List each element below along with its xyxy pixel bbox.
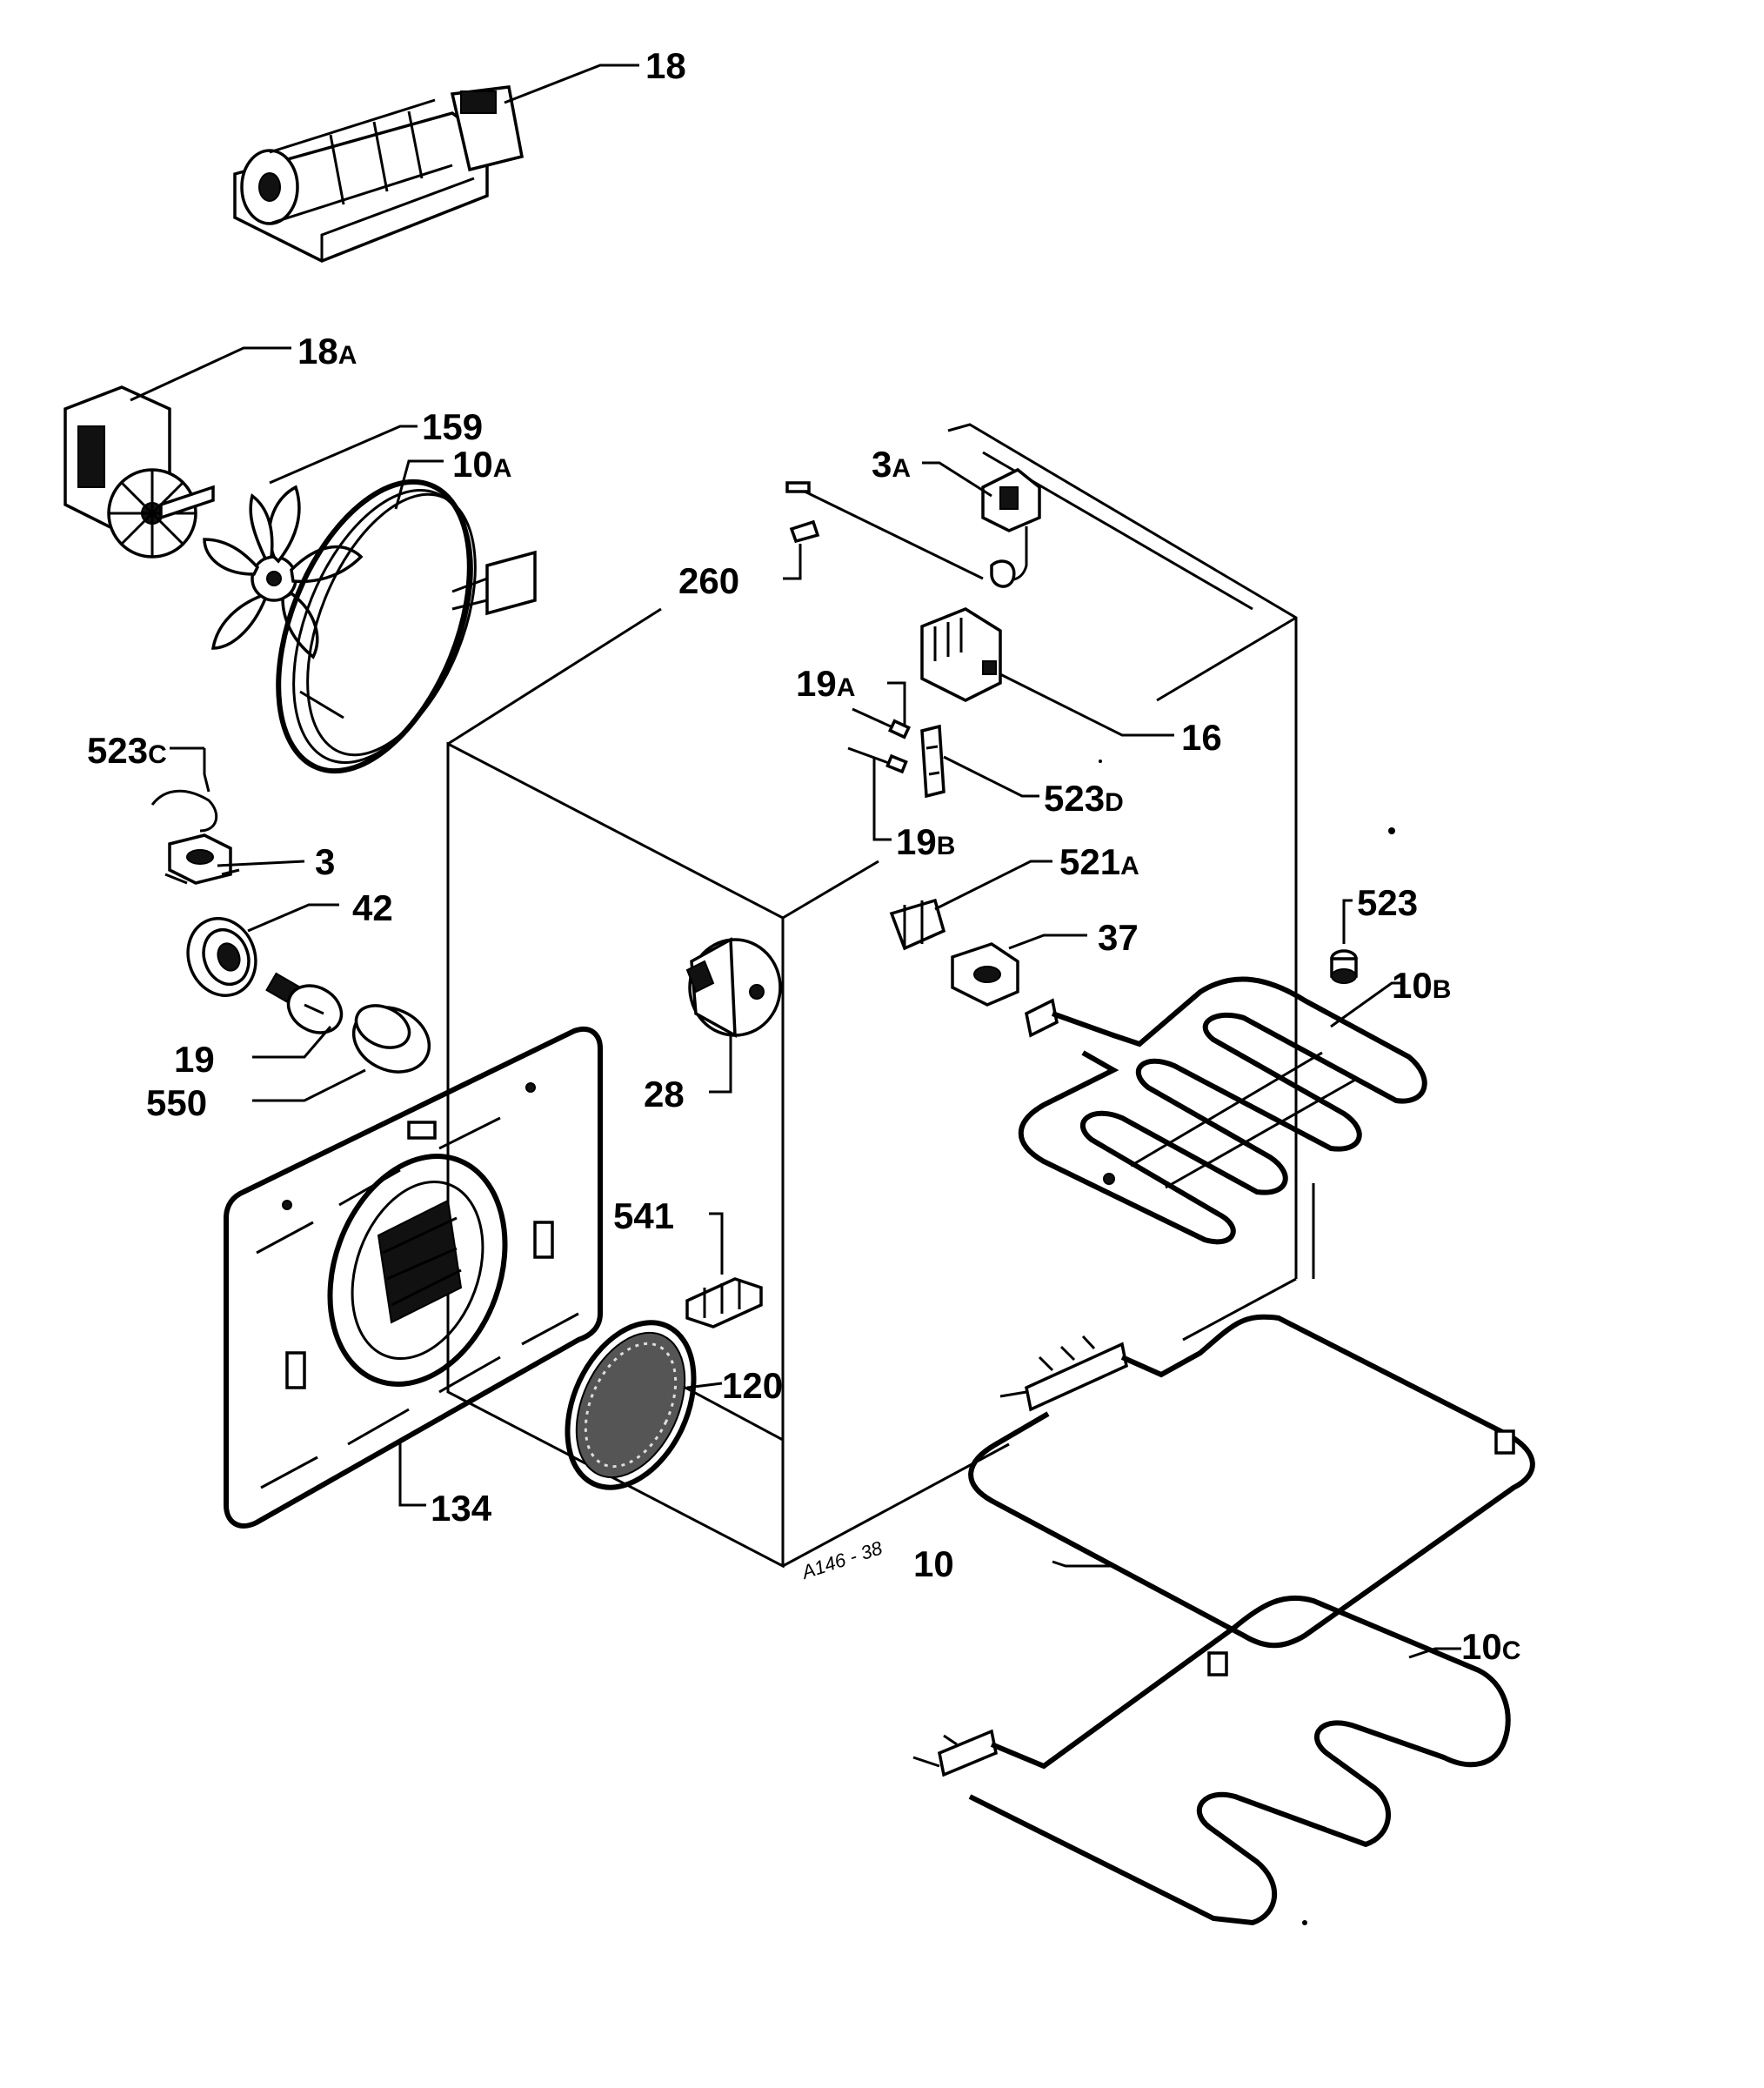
leader-10: [1052, 1560, 1113, 1568]
part-28-spit-motor: [685, 937, 782, 1039]
label-10b: 10B: [1392, 965, 1451, 1006]
stray-dot: [1302, 1920, 1307, 1925]
part-10b-grill-element: [1018, 976, 1427, 1245]
part-42-lamp-holder: [186, 917, 257, 997]
leader-18a: [130, 346, 291, 402]
part-523c-thermal-fuse: [150, 748, 218, 833]
label-10c: 10C: [1461, 1626, 1520, 1667]
label-523c: 523C: [87, 730, 167, 771]
leader-42: [247, 903, 339, 933]
part-3a-thermostat: [785, 467, 1041, 588]
part-10c-bottom-element: [912, 1595, 1511, 1926]
label-19: 19: [174, 1039, 215, 1080]
leader-16: [999, 673, 1174, 737]
stray-dot: [1099, 760, 1102, 763]
leader-10b: [1330, 981, 1405, 1028]
part-541-connector: [685, 1277, 763, 1328]
part-159-fan-blade: [203, 485, 364, 659]
label-541: 541: [613, 1195, 674, 1236]
label-523d: 523D: [1044, 778, 1124, 819]
part-19-lamp-bulb: [265, 972, 344, 1034]
label-159: 159: [422, 406, 483, 447]
part-3-thermostat: [164, 833, 240, 885]
part-37-seal: [951, 942, 1019, 1007]
leader-19: [252, 1026, 332, 1059]
label-10: 10: [913, 1543, 954, 1584]
label-18a: 18A: [297, 331, 357, 371]
label-3: 3: [315, 841, 335, 882]
part-260-clip: [789, 519, 820, 544]
part-523-knob: [1330, 949, 1358, 984]
leader-10a: [394, 459, 444, 510]
oven-cavity-box: [446, 423, 1315, 1569]
part-19b-lamp-holder: [847, 746, 908, 774]
label-16: 16: [1181, 717, 1222, 758]
leader-523d: [943, 755, 1039, 798]
leader-3: [217, 860, 305, 867]
label-134: 134: [431, 1488, 492, 1529]
label-120: 120: [722, 1365, 783, 1406]
leader-19b: [872, 757, 892, 841]
part-10-heating-element: [968, 1314, 1535, 1676]
label-28: 28: [644, 1074, 685, 1114]
label-19b: 19B: [896, 821, 955, 862]
label-18: 18: [645, 45, 686, 86]
part-18a-fan-motor: [63, 385, 215, 559]
drawing-stamp: A146 - 38: [798, 1536, 885, 1583]
leader-10c: [1408, 1647, 1461, 1659]
label-523: 523: [1357, 882, 1418, 923]
label-10a: 10A: [452, 444, 511, 485]
part-19a-lamp-holder: [852, 707, 912, 740]
leader-541: [709, 1212, 724, 1275]
label-550: 550: [146, 1082, 207, 1123]
label-3a: 3A: [872, 444, 911, 485]
part-16-switch: [920, 607, 1002, 702]
label-260: 260: [678, 560, 739, 601]
part-550-lamp-cover: [351, 1004, 431, 1074]
label-42: 42: [352, 887, 393, 928]
leader-19a: [887, 681, 906, 726]
part-523d-bracket: [920, 724, 945, 799]
leader-260: [783, 544, 802, 580]
stray-dot: [1388, 827, 1395, 834]
part-18-tangential-fan: [233, 85, 525, 263]
part-120-grease-filter: [565, 1320, 697, 1490]
label-19a: 19A: [796, 663, 855, 704]
leader-3a: [922, 461, 992, 498]
leader-134: [398, 1440, 426, 1507]
leader-120: [686, 1382, 723, 1389]
label-521a: 521A: [1059, 841, 1139, 882]
leader-523: [1342, 899, 1353, 944]
leader-37: [1008, 934, 1087, 950]
leader-18: [504, 64, 639, 104]
leader-550: [252, 1068, 366, 1102]
part-10a-circular-element: [276, 478, 537, 774]
leader-159: [269, 425, 418, 485]
part-134-back-panel: [224, 1027, 603, 1529]
leader-28: [709, 1035, 732, 1094]
part-521a-terminal: [889, 898, 946, 951]
leader-521a: [934, 860, 1052, 911]
label-37: 37: [1098, 917, 1139, 958]
